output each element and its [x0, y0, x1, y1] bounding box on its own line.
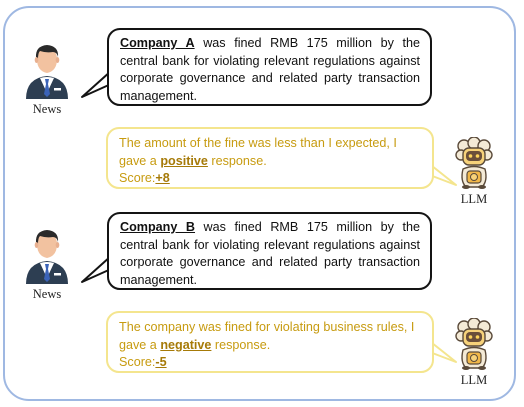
company-name: Company A	[120, 36, 195, 50]
llm-bubble: The amount of the fine was less than I e…	[106, 127, 434, 189]
news-label: News	[32, 102, 62, 116]
llm-label: LLM	[460, 373, 488, 387]
llm-label: LLM	[460, 192, 488, 206]
news-label: News	[32, 287, 62, 301]
score-label: Score:	[119, 171, 156, 185]
news-bubble-tail	[81, 70, 112, 98]
news-text: was fined RMB 175 million by the central…	[120, 220, 420, 287]
businessman-icon	[26, 45, 68, 99]
llm-text-end: response.	[211, 337, 271, 352]
news-text: was fined RMB 175 million by the central…	[120, 36, 420, 103]
news-bubble: Company B was fined RMB 175 million by t…	[107, 212, 432, 290]
score-value: +8	[155, 171, 170, 185]
businessman-icon	[26, 230, 68, 284]
robot-sheep-icon	[455, 137, 493, 189]
llm-bubble-tail	[426, 338, 457, 363]
robot-sheep-icon	[455, 318, 493, 370]
llm-text-end: response.	[207, 153, 267, 168]
score-value: -5	[155, 355, 167, 369]
company-name: Company B	[120, 220, 196, 234]
sentiment-word: positive	[160, 153, 208, 168]
llm-text: The company was fined for violating busi…	[119, 320, 415, 352]
llm-bubble-tail	[426, 161, 457, 186]
score-label: Score:	[119, 355, 156, 369]
llm-text: The amount of the fine was less than I e…	[119, 136, 397, 168]
news-bubble-tail	[81, 255, 112, 283]
news-bubble: Company A was fined RMB 175 million by t…	[107, 28, 432, 106]
sentiment-word: negative	[160, 337, 212, 352]
llm-bubble: The company was fined for violating busi…	[106, 311, 434, 373]
